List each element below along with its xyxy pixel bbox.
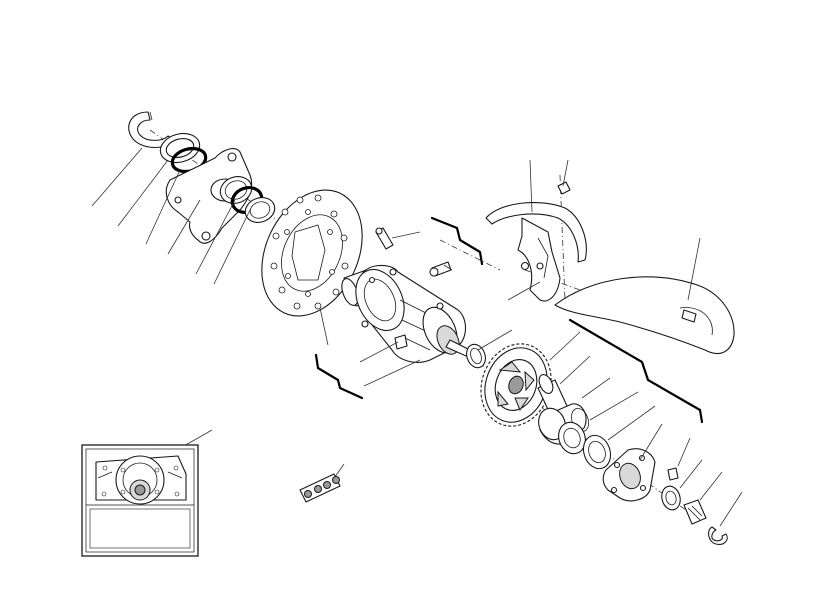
bearing-ring [558,421,586,455]
washer-left [159,132,201,164]
inset-detail-view [81,444,199,557]
chain-case-cover [554,276,735,354]
washer-right [661,485,681,511]
valve-stem [375,227,394,250]
chain-guard-small [557,181,571,195]
sprocket-seal [582,434,612,470]
leader-lines [91,147,743,527]
hub-screw [429,261,452,277]
wheel-hub [355,264,471,363]
sprocket-flange [602,448,656,502]
brake-disc [261,189,363,317]
sprocket-nut [683,499,707,525]
seal-ring [244,197,276,223]
hub-bolt [394,334,408,350]
sprocket-spacer [466,343,486,369]
flange-nut [667,467,679,481]
chain-link [299,473,341,503]
rear-sprocket [480,343,552,427]
circlip-left [128,111,175,149]
chain-guard [485,202,587,302]
group-brackets [314,216,704,424]
circlip-right [707,526,728,545]
